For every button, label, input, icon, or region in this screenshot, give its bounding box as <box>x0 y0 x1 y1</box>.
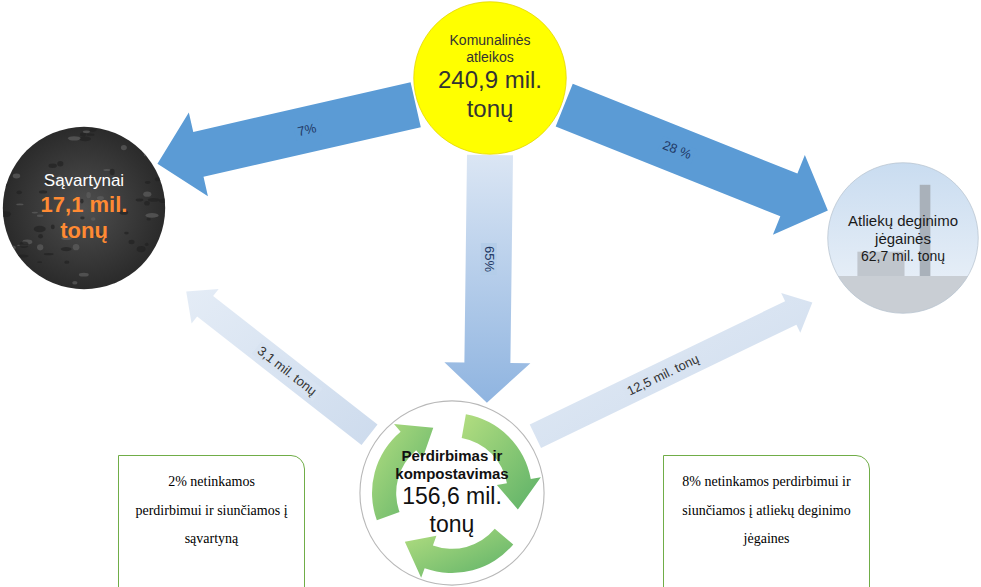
note-box: 2% netinkamos perdirbimui ir siunčiamos … <box>118 455 305 587</box>
node-text: 62,7 mil. tonų <box>847 248 959 265</box>
landfill-picture <box>0 125 170 290</box>
incineration-circle: Atliekų deginimo jėgainės62,7 mil. tonų <box>827 162 979 314</box>
node-text: Atliekų deginimo jėgainės <box>847 212 959 248</box>
text-group: 2% netinkamos perdirbimui ir siunčiamos … <box>134 468 290 554</box>
node-text: Komunalinės atleikos <box>429 32 551 66</box>
node-text: 2% netinkamos perdirbimui ir siunčiamos … <box>134 468 290 554</box>
note-box: 8% netinkamos perdirbimui ir siunčiamos … <box>663 455 870 587</box>
node-text: 240,9 mil. tonų <box>429 66 551 124</box>
recycling-circle: Perdirbimas ir kompostavimas156,6 mil. t… <box>359 400 545 586</box>
flow-arrow <box>556 84 828 235</box>
text-group: Komunalinės atleikos240,9 mil. tonų <box>429 32 551 123</box>
source-circle: Komunalinės atleikos240,9 mil. tonų <box>413 1 567 155</box>
flow-label: 3,1 mil. tonų <box>252 341 322 401</box>
node-text: 156,6 mil. tonų <box>381 483 523 538</box>
text-group: Sąvartynai17,1 mil. tonų <box>18 171 150 244</box>
flow-arrow <box>530 293 813 448</box>
landfill-circle: Sąvartynai17,1 mil. tonų <box>2 126 166 290</box>
node-text: Sąvartynai <box>18 171 150 191</box>
flow-label: 65% <box>481 243 497 275</box>
flow-arrow <box>157 82 420 196</box>
node-text: Perdirbimas ir kompostavimas <box>381 447 523 483</box>
text-group: Atliekų deginimo jėgainės62,7 mil. tonų <box>847 212 959 265</box>
text-group: Perdirbimas ir kompostavimas156,6 mil. t… <box>381 447 523 538</box>
node-text: 17,1 mil. tonų <box>18 192 150 245</box>
circle-outline <box>360 401 544 585</box>
power-plant-picture <box>827 162 979 322</box>
circle-fill <box>414 2 566 154</box>
flow-arrow <box>186 289 377 445</box>
flow-arrow <box>444 155 530 403</box>
node-text: 8% netinkamos perdirbimui ir siunčiamos … <box>679 468 855 554</box>
text-group: 8% netinkamos perdirbimui ir siunčiamos … <box>679 468 855 554</box>
